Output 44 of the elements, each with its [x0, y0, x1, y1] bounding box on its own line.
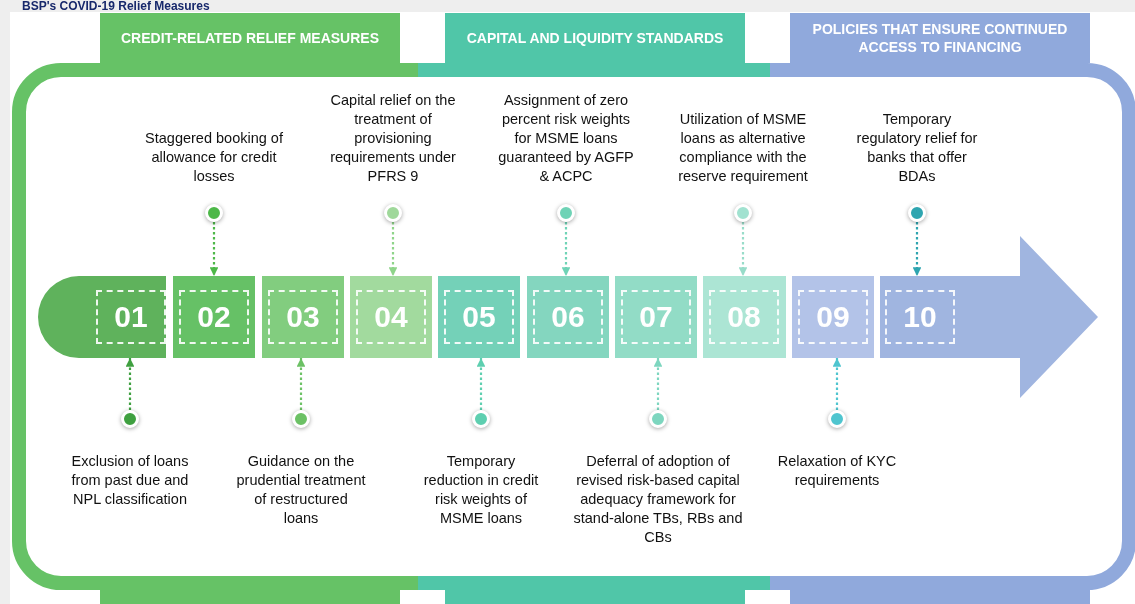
section-header-band: CREDIT-RELATED RELIEF MEASURES [100, 13, 400, 63]
section-header-band: POLICIES THAT ENSURE CONTINUED ACCESS TO FINANCING [790, 13, 1090, 63]
step-box [792, 276, 874, 358]
step-description: Relaxation of KYC requirements [777, 452, 897, 490]
dotted-arrow [653, 358, 663, 410]
step-description: Staggered booking of allowance for credit losses [144, 129, 284, 186]
step-description: Deferral of adoption of revised risk-based capital adequacy framework for stand-alone TBs, RBs and CBs [573, 452, 743, 547]
step-number: 09 [798, 290, 868, 344]
step-number: 03 [268, 290, 338, 344]
step-number: 07 [621, 290, 691, 344]
step-box [350, 276, 432, 358]
step-description: Utilization of MSME loans as alternative compliance with the reserve requirement [677, 110, 809, 186]
dotted-arrow [832, 358, 842, 410]
diagram-title: BSP's COVID-19 Relief Measures [22, 0, 210, 13]
step-number: 01 [96, 290, 166, 344]
dotted-arrow [125, 358, 135, 410]
step-box [438, 276, 520, 358]
step-description: Temporary reduction in credit risk weights of MSME loans [422, 452, 540, 528]
section-header-band: CAPITAL AND LIQUIDITY STANDARDS [445, 13, 745, 63]
dotted-arrow [296, 358, 306, 410]
dotted-arrow [476, 358, 486, 410]
dotted-arrow [912, 222, 922, 276]
step-number: 04 [356, 290, 426, 344]
dotted-arrow [738, 222, 748, 276]
step-number: 06 [533, 290, 603, 344]
step-number: 02 [179, 290, 249, 344]
step-number: 08 [709, 290, 779, 344]
step-box [262, 276, 344, 358]
step-description: Temporary regulatory relief for banks that offer BDAs [855, 110, 979, 186]
step-description: Capital relief on the treatment of provisioning requirements under PFRS 9 [329, 91, 457, 186]
step-box [615, 276, 697, 358]
step-number: 05 [444, 290, 514, 344]
step-description: Exclusion of loans from past due and NPL classification [70, 452, 190, 509]
dotted-arrow [388, 222, 398, 276]
step-box [38, 276, 166, 358]
step-box [527, 276, 609, 358]
step-description: Assignment of zero percent risk weights for MSME loans guaranteed by AGFP & ACPC [497, 91, 635, 186]
dotted-arrow [561, 222, 571, 276]
step-box [703, 276, 786, 358]
step-number: 10 [885, 290, 955, 344]
step-description: Guidance on the prudential treatment of restructured loans [236, 452, 366, 528]
dotted-arrow [209, 222, 219, 276]
arrow-step-box [880, 236, 1098, 398]
step-box [173, 276, 255, 358]
